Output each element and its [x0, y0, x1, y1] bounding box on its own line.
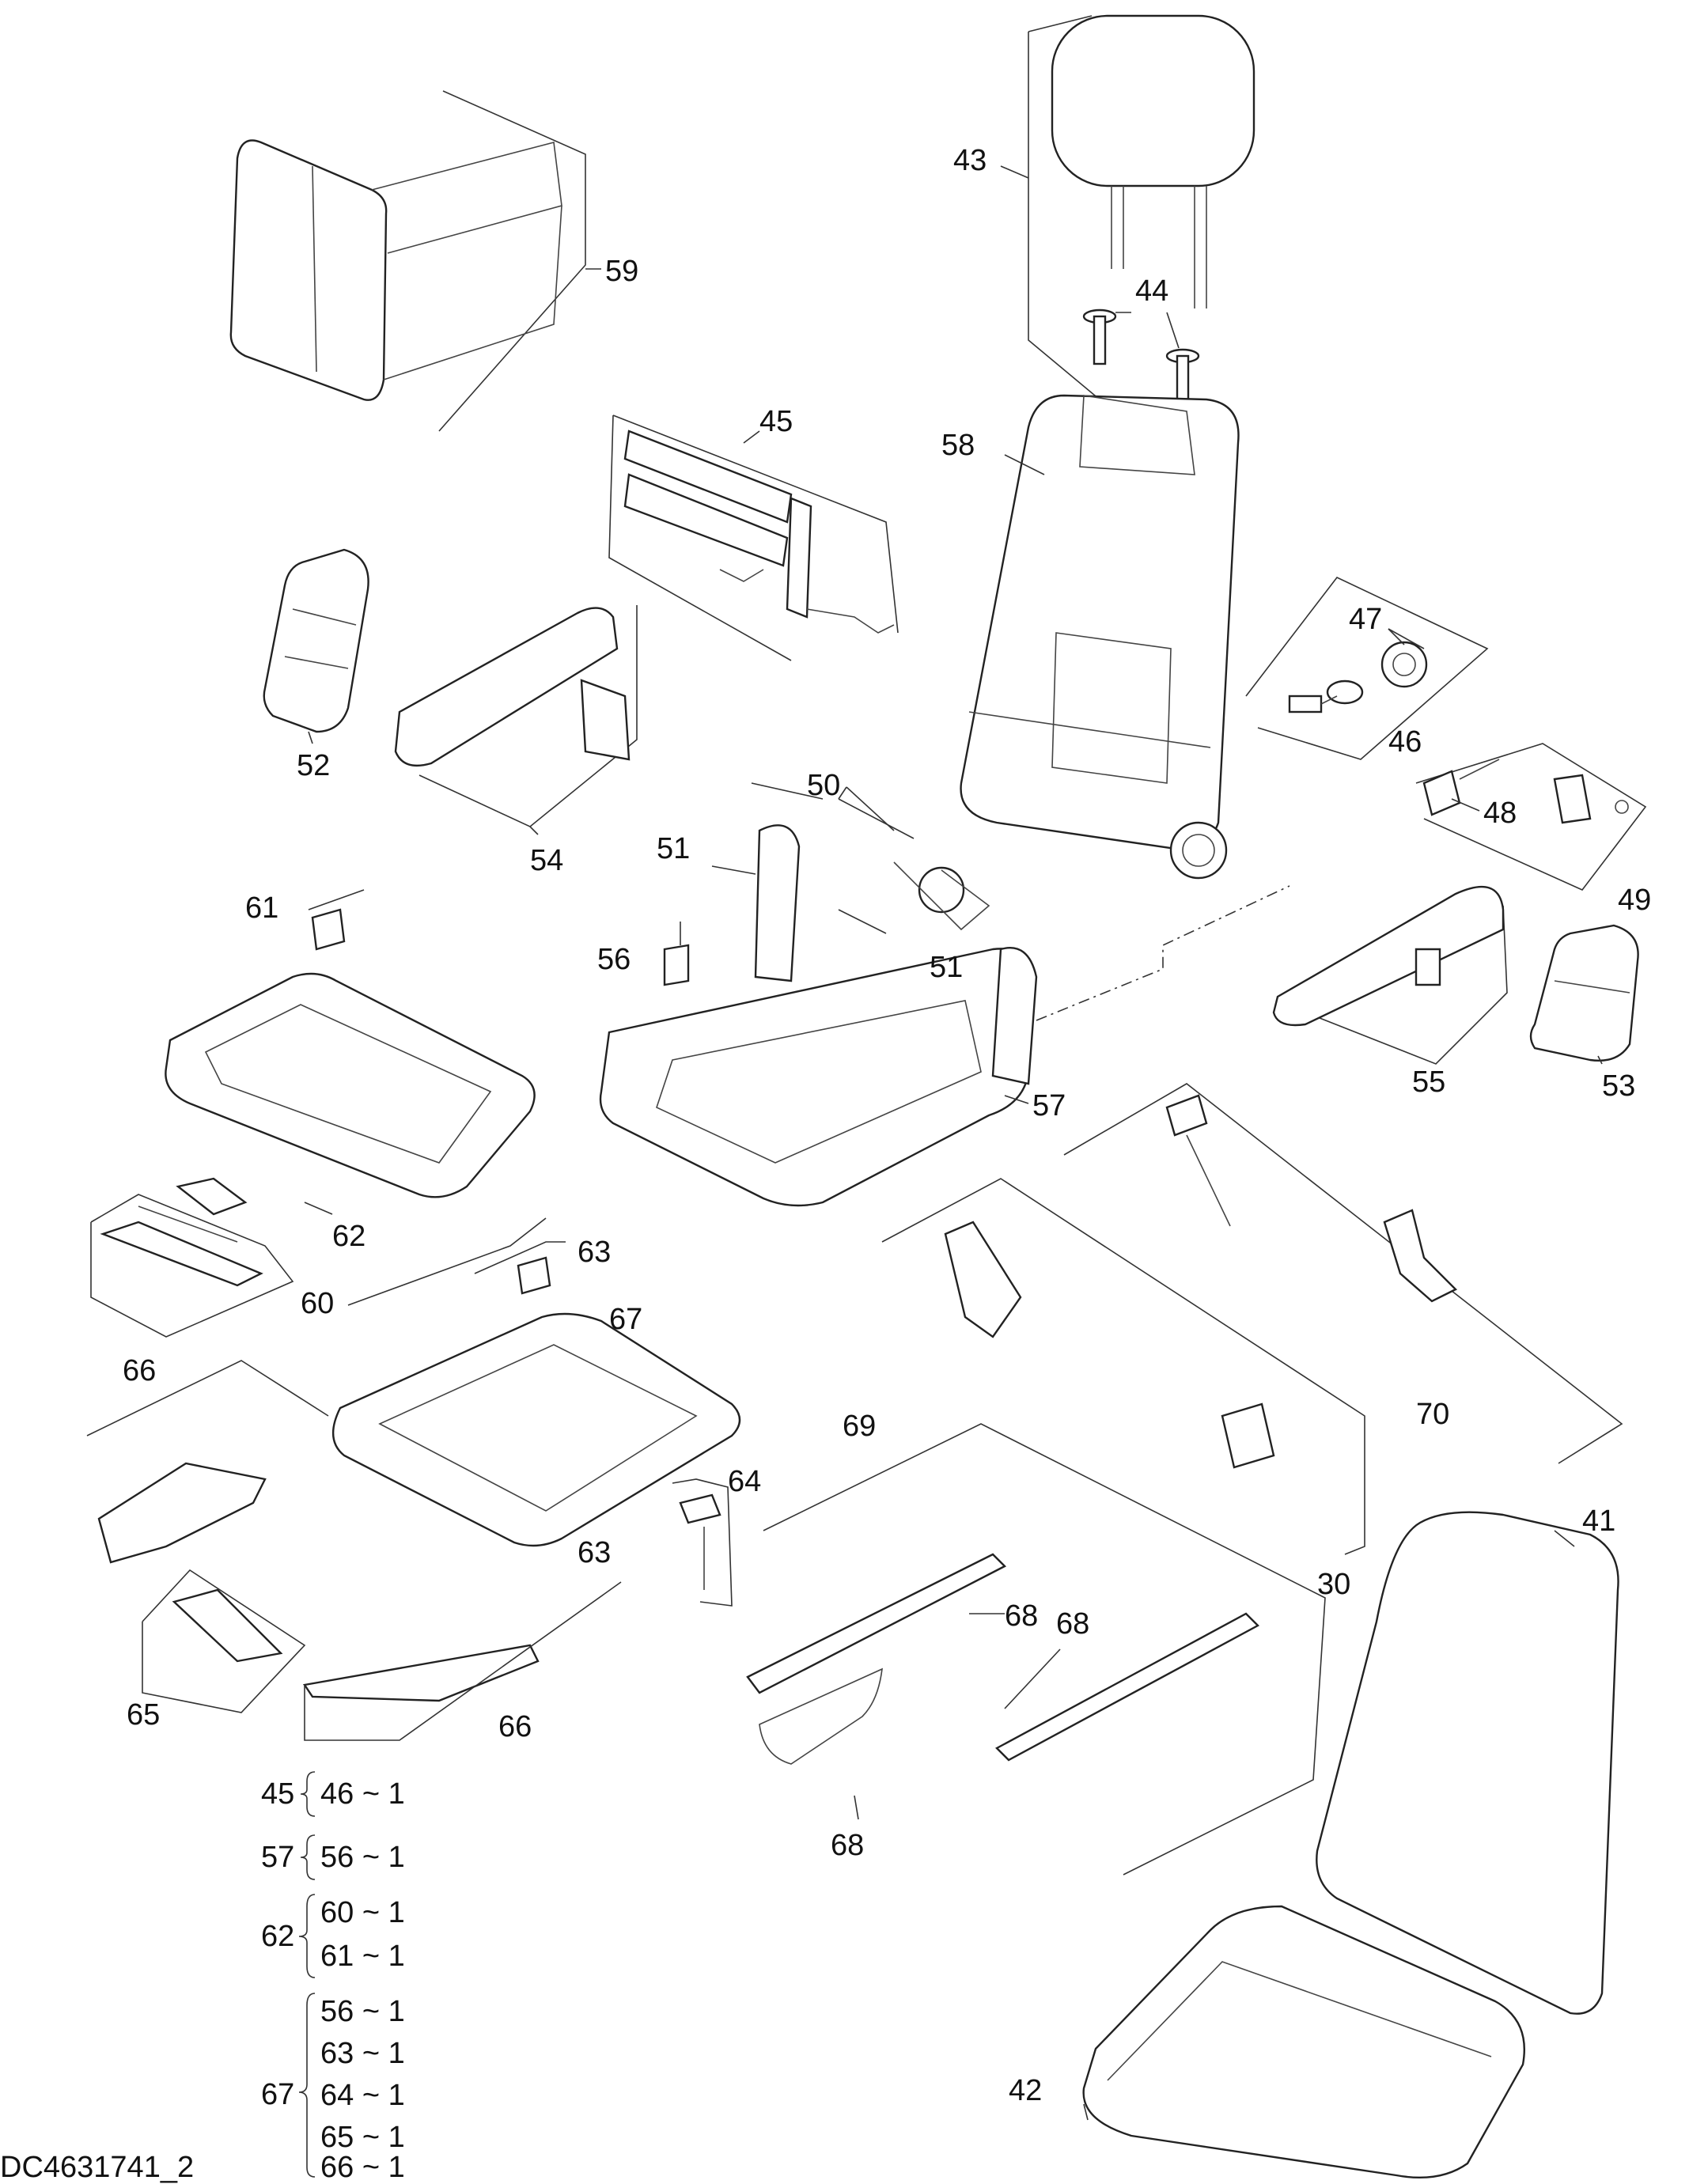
callout-30: 30: [1317, 1568, 1350, 1601]
callout-57: 57: [1032, 1089, 1066, 1122]
armrest-right-55: [1036, 885, 1508, 1065]
callout-49: 49: [1618, 884, 1651, 917]
callout-53: 53: [1602, 1069, 1635, 1103]
callout-44: 44: [1135, 274, 1168, 308]
callout-69: 69: [843, 1410, 876, 1443]
callout-58: 58: [941, 429, 975, 462]
callout-64: 64: [728, 1465, 761, 1498]
lumbar-assembly-45: [608, 414, 899, 661]
armrest-left-54: [394, 605, 638, 827]
headrest-guides-44: [1082, 308, 1200, 405]
side-cover-left-52: [263, 548, 369, 733]
callout-41: 41: [1582, 1505, 1615, 1538]
legend-67-child-4: 66 ~ 1: [320, 2151, 405, 2184]
callout-63a: 63: [578, 1236, 611, 1269]
callout-50: 50: [807, 769, 840, 802]
legend-45-child-0: 46 ~ 1: [320, 1777, 405, 1811]
lever-49: [1415, 743, 1647, 891]
callout-66a: 66: [123, 1354, 156, 1387]
callout-51b: 51: [930, 951, 963, 984]
back-cover-59: [229, 90, 586, 432]
seat-cushions-41-42: [1082, 1511, 1619, 2179]
callout-54: 54: [530, 844, 563, 877]
callout-56: 56: [597, 943, 631, 976]
callout-63b: 63: [578, 1536, 611, 1569]
recliner-knob-46: [1245, 577, 1489, 760]
side-cover-right-53: [1529, 924, 1639, 1062]
legend-67-child-0: 56 ~ 1: [320, 1995, 405, 2028]
callout-62: 62: [332, 1220, 365, 1253]
headrest-43: [1028, 14, 1255, 420]
legend-62-child-0: 60 ~ 1: [320, 1896, 405, 1929]
callout-46: 46: [1388, 725, 1422, 759]
legend-67-child-1: 63 ~ 1: [320, 2037, 405, 2070]
callout-59: 59: [605, 255, 638, 288]
legend-67-child-2: 64 ~ 1: [320, 2079, 405, 2112]
callout-47: 47: [1349, 603, 1382, 636]
legend-parent-57: 57: [261, 1841, 294, 1874]
callout-51a: 51: [657, 832, 690, 865]
slide-lever-60: [90, 1194, 294, 1338]
assembly-legend: 45 46 ~ 1 57 56 ~ 1 62 60 ~ 1 61 ~ 1 67 …: [261, 1771, 405, 2184]
legend-67-child-3: 65 ~ 1: [320, 2121, 405, 2154]
legend-57-child-0: 56 ~ 1: [320, 1841, 405, 1874]
slide-rails-69: [746, 1423, 1326, 1876]
callout-68b: 68: [1056, 1607, 1089, 1641]
bracket-63: [347, 1217, 566, 1306]
callout-48: 48: [1483, 797, 1517, 830]
callout-42: 42: [1009, 2074, 1042, 2107]
callout-55: 55: [1412, 1066, 1445, 1099]
callout-68c: 68: [831, 1829, 864, 1862]
seat-back-frame-58: [960, 394, 1240, 880]
callout-60: 60: [301, 1287, 334, 1320]
bracket-64: [672, 1478, 733, 1607]
callout-65: 65: [127, 1698, 160, 1732]
callout-70: 70: [1416, 1398, 1449, 1431]
callout-52: 52: [297, 749, 330, 782]
rail-cover-66: [86, 1360, 622, 1741]
callout-67: 67: [609, 1303, 642, 1336]
callout-61: 61: [245, 891, 278, 925]
document-id: DC4631741_2: [0, 2151, 194, 2184]
seat-frame-57: [599, 782, 1038, 1207]
seat-pan-62: [165, 889, 536, 1216]
seat-belt-30: [881, 1178, 1365, 1555]
legend-62-child-1: 61 ~ 1: [320, 1940, 405, 1973]
legend-parent-45: 45: [261, 1777, 294, 1811]
legend-parent-62: 62: [261, 1920, 294, 1953]
base-plate-67: [331, 1312, 741, 1547]
seat-belt-70: [1063, 1083, 1623, 1464]
callout-68a: 68: [1005, 1599, 1038, 1633]
callout-66b: 66: [498, 1710, 532, 1743]
adjuster-65: [142, 1569, 306, 1713]
callout-43: 43: [953, 144, 987, 177]
callout-45: 45: [759, 405, 793, 438]
legend-parent-67: 67: [261, 2078, 294, 2111]
